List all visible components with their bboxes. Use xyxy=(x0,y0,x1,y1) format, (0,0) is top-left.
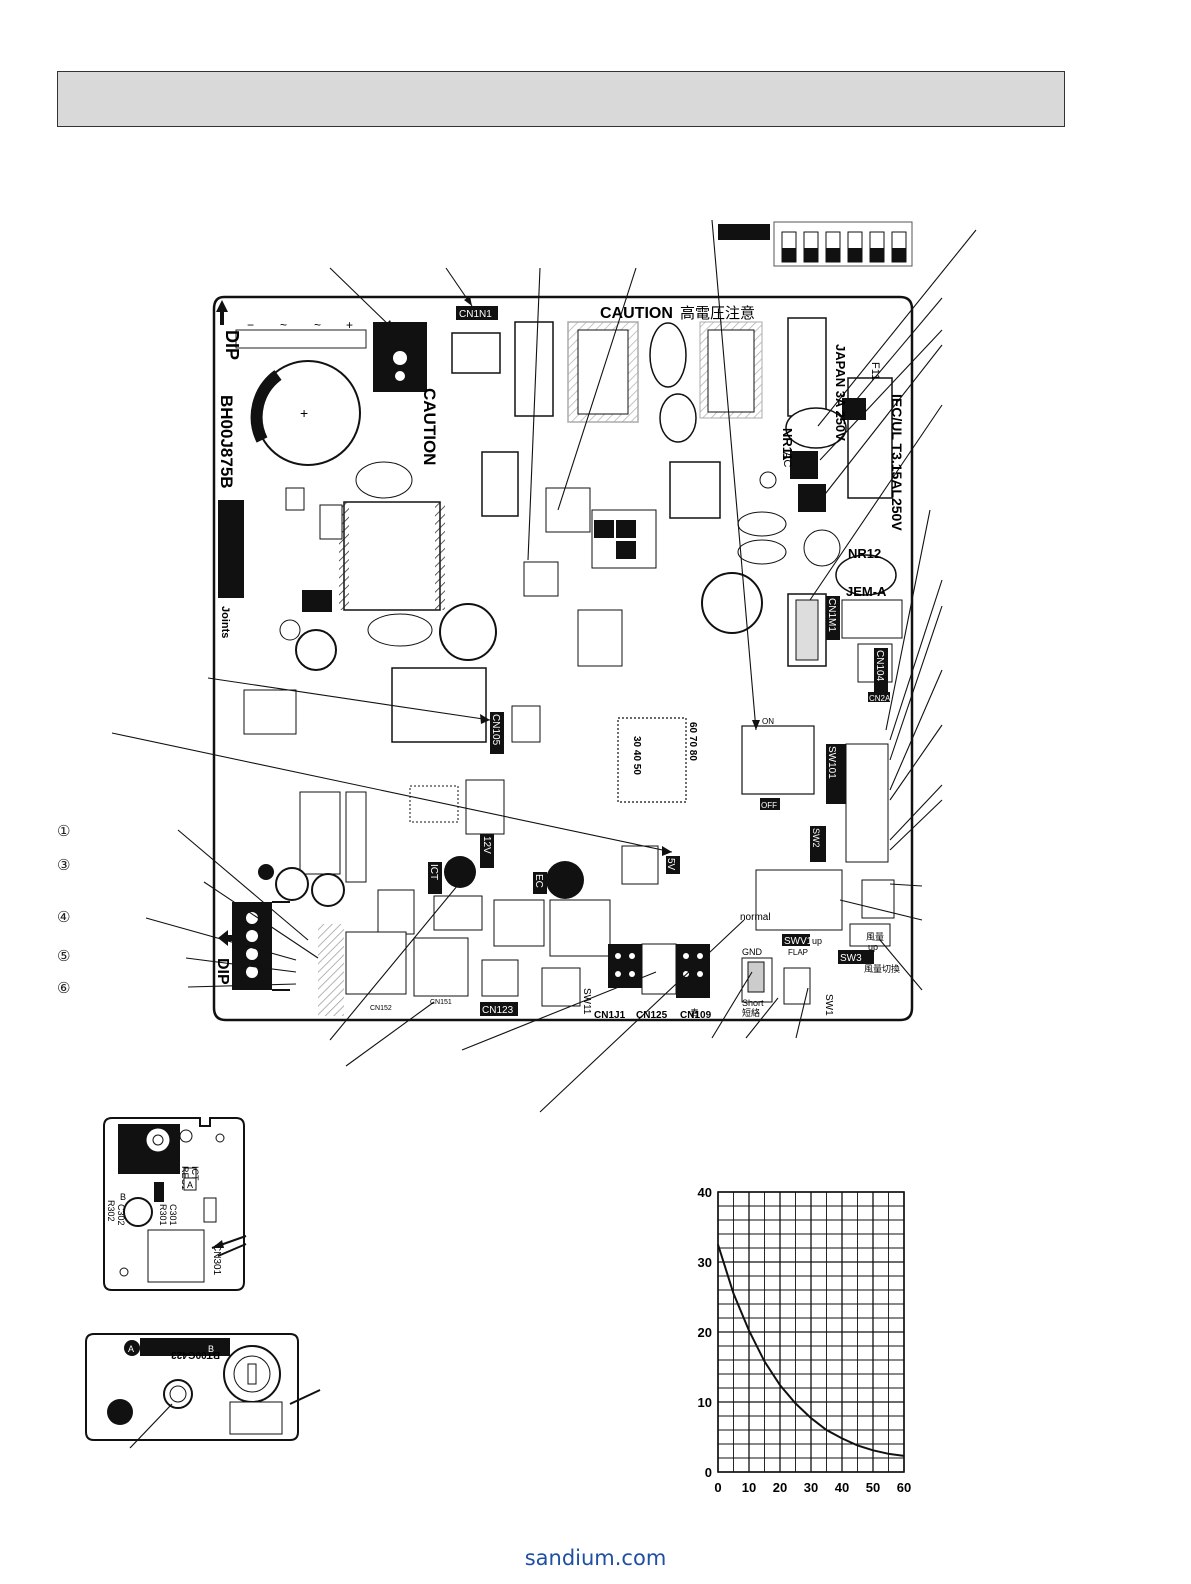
on-label: ON xyxy=(762,717,774,726)
y-tick-label: 40 xyxy=(698,1185,712,1200)
short-jp-label: 短絡 xyxy=(742,1007,760,1018)
series-line xyxy=(717,1244,905,1457)
cn123-label: CN123 xyxy=(482,1005,514,1016)
sw11-label: SW11 xyxy=(581,988,592,1015)
sensor-b-mark: B xyxy=(208,1344,214,1354)
cn109-label: CN109 xyxy=(680,1010,712,1021)
ao-jp-label: 青 xyxy=(690,1007,699,1018)
fan-cut-jp-label: 風量切換 xyxy=(864,963,900,974)
sw2-label: SW2 xyxy=(811,828,821,848)
cn152-label: CN152 xyxy=(370,1005,392,1012)
cn151-label: CN151 xyxy=(430,999,452,1006)
safety-label: JAPAN 3A 250V xyxy=(833,344,848,441)
leader-lines xyxy=(111,219,977,1113)
test-point-ict xyxy=(444,856,476,888)
marker-5: ⑤ xyxy=(57,947,71,965)
joints-label: Joints xyxy=(219,606,231,638)
cn125-label: CN125 xyxy=(636,1010,668,1021)
gnd-label: GND xyxy=(742,947,763,957)
footer-site: sandium.com xyxy=(524,1546,667,1570)
svg-text:+: + xyxy=(346,318,353,332)
x-tick-label: 20 xyxy=(773,1480,787,1495)
short-label: Short xyxy=(742,998,764,1008)
swv1-label: SWV1 xyxy=(784,936,813,947)
receiver-arrow xyxy=(211,1235,247,1249)
x-tick-label: 60 xyxy=(897,1480,911,1495)
marker-6: ⑥ xyxy=(57,979,71,997)
sw101-label: SW101 xyxy=(826,746,837,779)
a-mark: A xyxy=(187,1180,193,1190)
speed-marks-label: 30 40 50 xyxy=(631,736,642,775)
fan-up-jp2-label: up xyxy=(868,942,878,952)
marker-3: ③ xyxy=(57,856,71,874)
ict-sub-label: ICT xyxy=(190,1166,200,1181)
c302-label: C302 xyxy=(116,1204,126,1226)
marker-1: ① xyxy=(57,822,71,840)
x-tick-label: 0 xyxy=(714,1480,721,1495)
receiver-board: CN301 R302 C302 R301 C301 REC1 ICT A B xyxy=(103,1117,247,1291)
cn104-label: CN104 xyxy=(874,650,885,682)
y-tick-label: 20 xyxy=(698,1325,712,1340)
cn301-label: CN301 xyxy=(211,1244,222,1276)
fan-up-jp-label: 風量 xyxy=(866,932,884,942)
r302-label: R302 xyxy=(106,1200,116,1222)
ac-label: AC xyxy=(781,452,793,467)
sw3-label: SW3 xyxy=(840,953,862,964)
decay-chart: 0 10 20 30 40 0 10 20 30 40 50 60 xyxy=(698,1185,912,1495)
sensor-part-label: BT00G423 xyxy=(171,1349,220,1360)
test-point-ec xyxy=(546,861,584,899)
cn2a-label: CN2A xyxy=(869,694,891,703)
flap-label: FLAP xyxy=(788,948,808,957)
nr11-label: NR11 xyxy=(780,428,795,461)
y-tick-label: 30 xyxy=(698,1255,712,1270)
svg-text:−: − xyxy=(247,318,254,332)
up-label: up xyxy=(812,936,822,946)
dip-switch-legend xyxy=(718,221,913,267)
cn1m1-label: CN1M1 xyxy=(826,598,837,632)
dip-label-bottom: DIP xyxy=(214,958,231,985)
part-number-label: BH00J875B xyxy=(217,395,236,489)
speed-marks2-label: 60 70 80 xyxy=(687,722,698,761)
cn105-label: CN105 xyxy=(490,714,501,746)
pcb-diagram: − ~ ~ + + xyxy=(111,219,977,1113)
svg-text:+: + xyxy=(300,405,308,421)
off-label: OFF xyxy=(761,801,777,810)
nr12-label: NR12 xyxy=(848,546,881,561)
sensor-board: BT00G423 A B xyxy=(85,1333,321,1449)
marker-4: ④ xyxy=(57,908,71,926)
svg-text:~: ~ xyxy=(314,318,321,332)
jem-label: JEM-A xyxy=(846,584,887,599)
x-tick-label: 10 xyxy=(742,1480,756,1495)
x-tick-label: 30 xyxy=(804,1480,818,1495)
ict-label: ICT xyxy=(428,864,439,880)
5v-label: 5V xyxy=(665,858,676,871)
dip-arrow-top xyxy=(216,300,228,325)
plot-frame xyxy=(717,1191,905,1473)
x-tick-label: 50 xyxy=(866,1480,880,1495)
b-mark: B xyxy=(120,1192,126,1202)
ec-label: EC xyxy=(533,874,544,888)
r301-label: R301 xyxy=(158,1204,168,1226)
12v-label: 12V xyxy=(481,836,492,854)
x-tick-label: 40 xyxy=(835,1480,849,1495)
svg-text:~: ~ xyxy=(280,318,287,332)
dip-label-top: DIP xyxy=(222,330,242,360)
sensor-a-mark: A xyxy=(128,1344,134,1354)
normal-label: normal xyxy=(740,912,771,923)
c301-label: C301 xyxy=(168,1204,178,1226)
header-bar xyxy=(57,71,1065,127)
fuse-label: IEC/UL T3.15AL250V xyxy=(889,394,905,531)
cn1j1-label: CN1J1 xyxy=(594,1010,626,1021)
y-tick-label: 0 xyxy=(705,1465,712,1480)
cn1n1-label: CN1N1 xyxy=(459,309,492,320)
caution-jp-label: 高電圧注意 xyxy=(680,304,755,322)
sw1-label: SW1 xyxy=(823,994,834,1016)
caution-label-rotated: CAUTION xyxy=(420,388,439,465)
y-tick-label: 10 xyxy=(698,1395,712,1410)
caution-label: CAUTION xyxy=(600,305,673,322)
fuse-ref: F11 xyxy=(869,362,881,380)
